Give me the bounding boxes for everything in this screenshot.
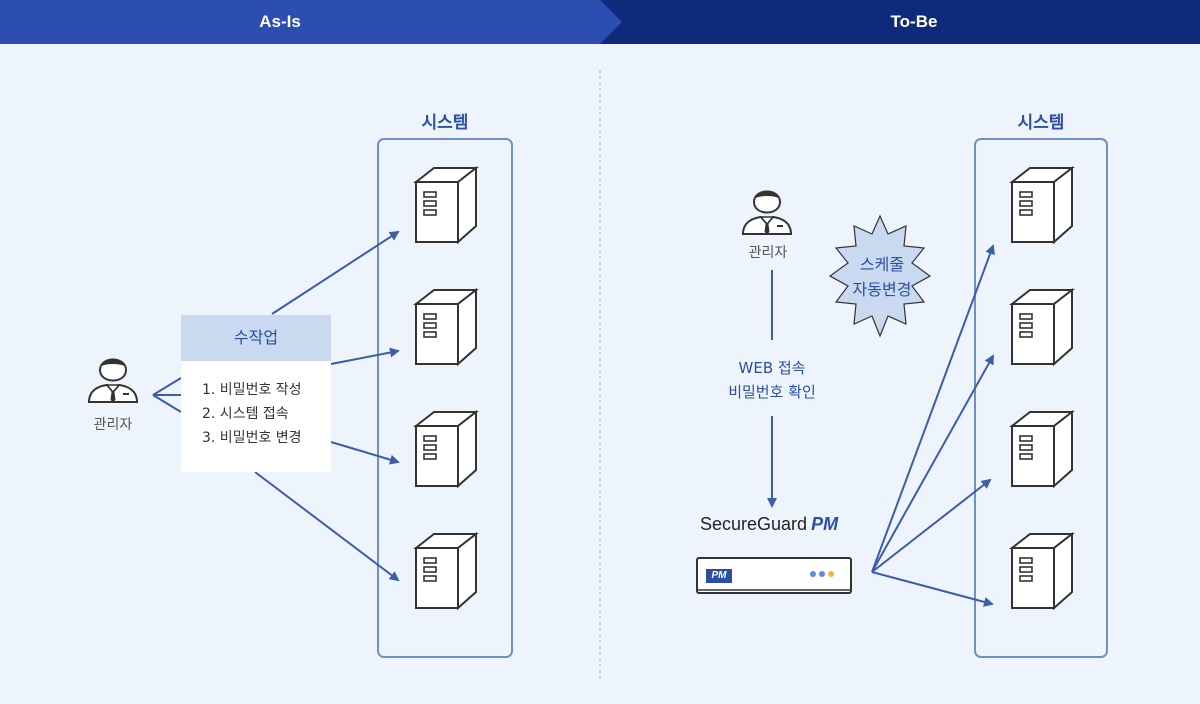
- pm-led-blue: [810, 571, 816, 577]
- to-be-server-icon: [1011, 533, 1073, 609]
- header-background: [0, 0, 1200, 44]
- manual-task-box: 수작업 1. 비밀번호 작성 2. 시스템 접속 3. 비밀번호 변경: [181, 315, 331, 472]
- to-be-title: To-Be: [890, 12, 938, 31]
- to-be-arrow: [871, 354, 994, 573]
- pm-led-blue: [819, 571, 825, 577]
- as-is-arrow: [330, 347, 400, 365]
- task-step: 1. 비밀번호 작성: [202, 382, 302, 398]
- to-be-admin-icon: [742, 190, 792, 235]
- password-check-line: 비밀번호 확인: [728, 383, 816, 401]
- as-is-server-icon: [415, 411, 477, 487]
- schedule-line: 스케줄: [859, 255, 905, 274]
- to-be-arrow: [871, 244, 995, 573]
- to-be-arrow: [871, 571, 994, 607]
- admin-connector: [152, 377, 182, 396]
- as-is-arrow: [254, 471, 400, 582]
- web-access-line: WEB 접속: [738, 359, 806, 377]
- as-is-system-title: 시스템: [421, 113, 469, 133]
- as-is-admin-icon: [88, 358, 138, 403]
- to-be-arrow: [871, 478, 992, 573]
- header-left-bg: [0, 0, 622, 44]
- to-be-server-icon: [1011, 167, 1073, 243]
- product-suffix: PM: [811, 514, 839, 534]
- task-step: 2. 시스템 접속: [202, 406, 289, 422]
- as-is-server-icon: [415, 167, 477, 243]
- pm-led-yellow: [828, 571, 834, 577]
- to-be-system-title: 시스템: [1017, 113, 1065, 133]
- schedule-burst-icon: [828, 214, 932, 338]
- pm-device: [696, 557, 852, 594]
- header-bar: As-Is To-Be: [0, 0, 1200, 44]
- task-step: 3. 비밀번호 변경: [202, 430, 302, 446]
- admin-connector: [152, 394, 182, 413]
- to-be-system-box: [974, 138, 1108, 658]
- as-is-system-box: [377, 138, 513, 658]
- auto-change-line: 자동변경: [852, 280, 912, 299]
- as-is-admin-label: 관리자: [93, 417, 133, 433]
- as-is-server-icon: [415, 289, 477, 365]
- manual-task-steps: 1. 비밀번호 작성 2. 시스템 접속 3. 비밀번호 변경: [181, 361, 331, 450]
- to-be-server-icon: [1011, 289, 1073, 365]
- schedule-text: 스케줄 자동변경: [822, 252, 942, 302]
- to-be-server-icon: [1011, 411, 1073, 487]
- as-is-arrow: [271, 230, 400, 315]
- product-name: SecureGuard: [700, 514, 808, 534]
- pm-device-badge: PM: [706, 569, 732, 583]
- web-access-text: WEB 접속 비밀번호 확인: [700, 356, 844, 404]
- as-is-server-icon: [415, 533, 477, 609]
- as-is-arrow: [330, 441, 400, 465]
- manual-task-title: 수작업: [181, 315, 331, 361]
- as-is-title: As-Is: [259, 12, 301, 31]
- to-be-admin-label: 관리자: [748, 245, 788, 261]
